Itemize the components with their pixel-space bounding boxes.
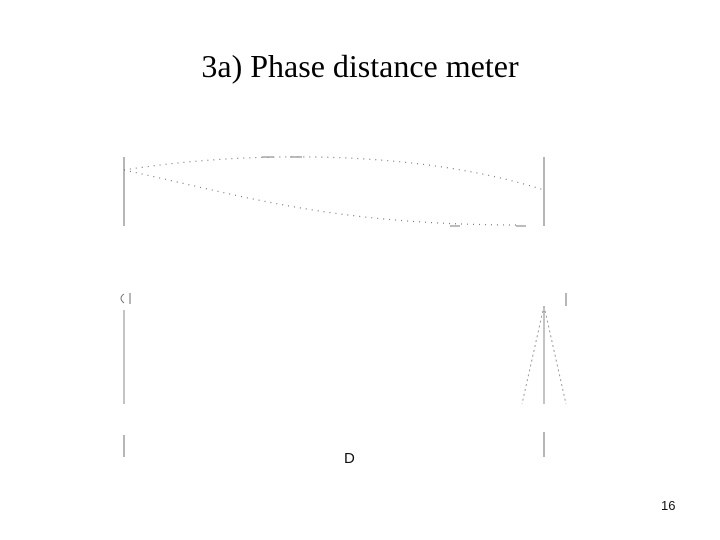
slide-title: 3a) Phase distance meter [201, 48, 519, 84]
reflector-station [521, 157, 567, 457]
wave-signal [123, 156, 545, 227]
tripod-leg-right [543, 305, 567, 405]
outgoing-wave [123, 156, 545, 191]
returning-wave [123, 169, 521, 226]
instrument-station [120, 157, 131, 457]
distance-label: D [344, 450, 355, 467]
instrument-head-icon [120, 293, 125, 304]
page-number: 16 [661, 498, 676, 513]
tripod-leg-left [521, 305, 545, 405]
